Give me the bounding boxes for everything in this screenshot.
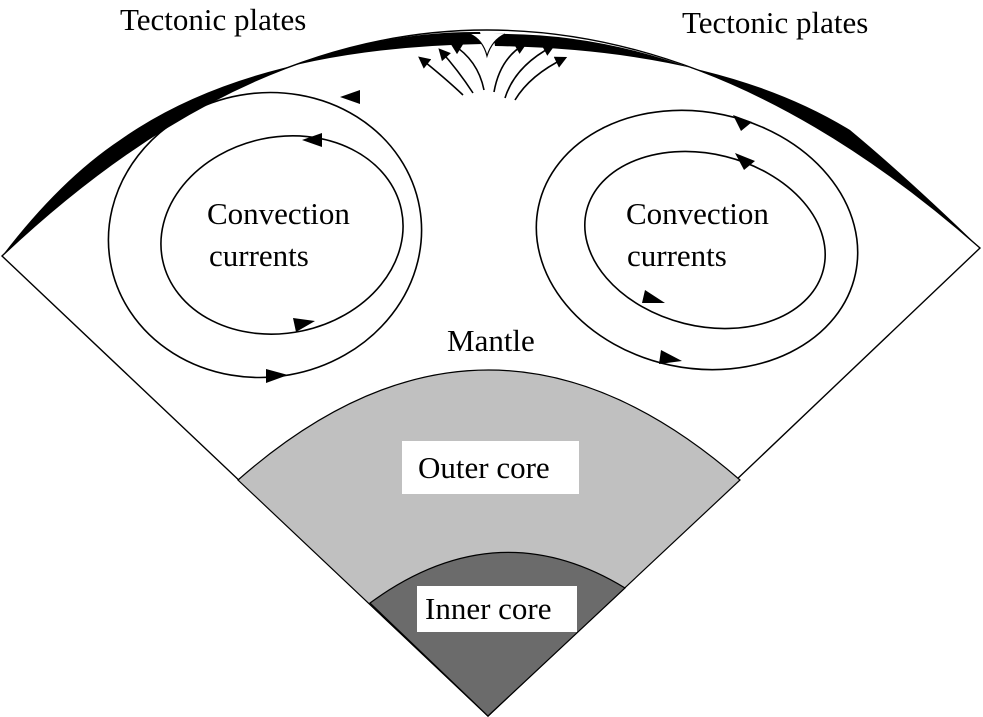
inner-core-label: Inner core [425, 591, 552, 626]
convection-loop-left-inner [160, 135, 404, 335]
convection-arrows-left [266, 90, 360, 383]
inner-core-label-box [417, 586, 577, 632]
arrow-left-inner-top [302, 133, 322, 147]
arrow-right-outer-bottom [659, 350, 682, 364]
arrow-right-outer-top [733, 115, 752, 131]
outer-core [237, 369, 741, 717]
upwelling-arrows [418, 42, 568, 101]
convection-label-left-line2: currents [209, 238, 309, 273]
convection-label-right-line2: currents [627, 238, 727, 273]
convection-loops-right [535, 109, 859, 371]
upwelling-arrow-4 [493, 42, 528, 93]
upwelling-arrow-6 [514, 56, 568, 101]
convection-loop-left-outer [107, 91, 423, 379]
convection-loop-right-outer [535, 109, 859, 371]
convection-label-right-line1: Convection [626, 196, 769, 231]
upwelling-arrow-1 [418, 56, 464, 96]
arrow-right-inner-bottom [642, 290, 665, 303]
upwelling-arrow-5 [504, 44, 556, 99]
arrow-right-inner-top [735, 153, 755, 170]
convection-label-left-line1: Convection [207, 196, 350, 231]
upwelling-arrow-2 [438, 48, 474, 94]
tectonic-plates-label-left: Tectonic plates [120, 2, 306, 37]
arrow-left-outer-top [340, 90, 360, 104]
convection-loops-left [107, 91, 423, 379]
arrow-left-outer-bottom [266, 369, 288, 383]
outer-core-label: Outer core [418, 450, 550, 485]
rift-notch [469, 33, 506, 59]
tectonic-plates-label-right: Tectonic plates [682, 5, 868, 40]
mantle-label: Mantle [447, 323, 535, 358]
convection-loop-right-inner [584, 150, 826, 330]
outer-core-label-box [402, 441, 579, 494]
arrow-left-inner-bottom [293, 318, 315, 332]
convection-arrows-right [642, 115, 755, 364]
upwelling-arrow-3 [449, 42, 485, 91]
